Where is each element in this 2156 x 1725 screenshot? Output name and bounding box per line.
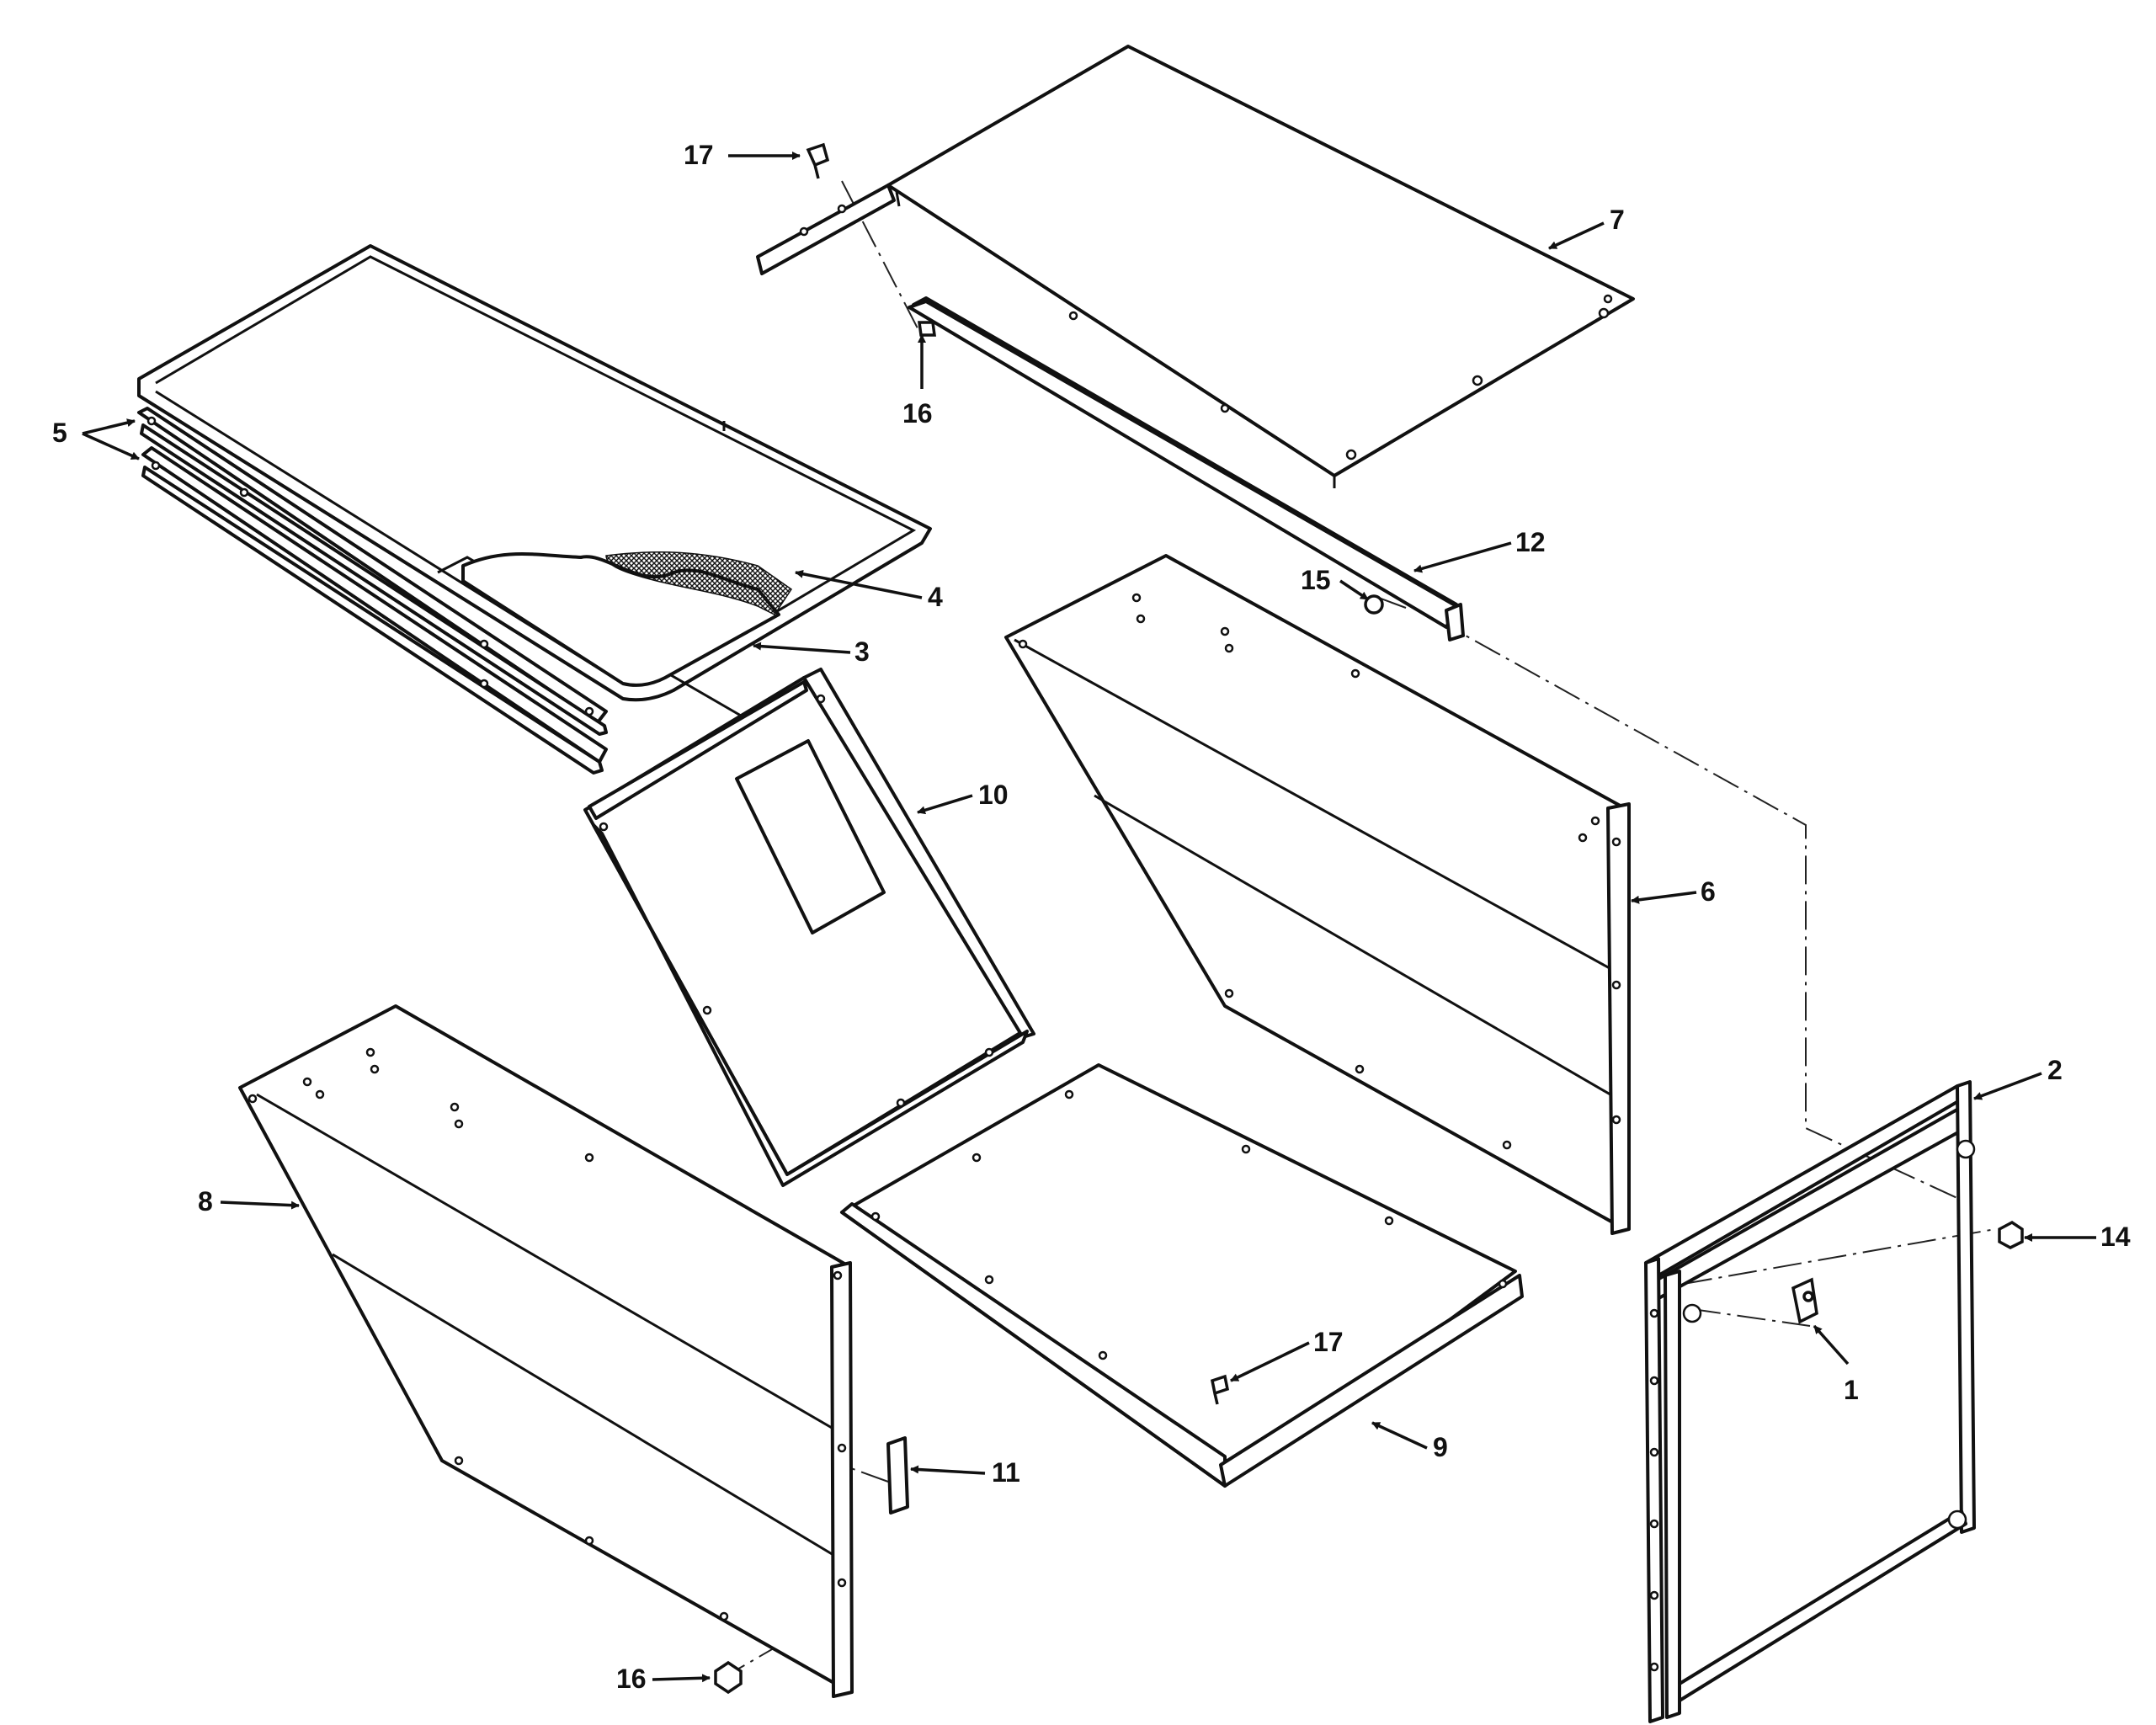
label-17-tray: 17 <box>1313 1327 1344 1357</box>
label-6: 6 <box>1701 876 1716 907</box>
nut-item-15 <box>1364 594 1384 615</box>
small-bracket <box>886 1436 909 1515</box>
rear-frame <box>1644 1080 1976 1723</box>
label-4: 4 <box>928 582 943 612</box>
label-3: 3 <box>854 636 870 667</box>
filter-frame <box>137 244 932 717</box>
label-9: 9 <box>1433 1432 1448 1462</box>
label-10: 10 <box>978 780 1009 810</box>
label-11: 11 <box>992 1457 1020 1488</box>
label-12: 12 <box>1515 527 1546 557</box>
bottom-tray <box>840 1063 1524 1488</box>
angle-strip <box>908 300 1465 642</box>
label-2: 2 <box>2047 1055 2063 1085</box>
nut-item-16-bottom <box>714 1660 743 1695</box>
nut-item-14 <box>1998 1220 2024 1249</box>
filter-rails <box>137 407 608 775</box>
hardware <box>714 142 2024 1695</box>
screw-item-17-tray <box>1210 1374 1230 1405</box>
label-1: 1 <box>1844 1375 1859 1405</box>
label-15: 15 <box>1301 565 1331 595</box>
screw-item-17-top <box>806 142 830 179</box>
label-8: 8 <box>198 1186 213 1217</box>
clip-item-16-top <box>918 321 936 337</box>
label-17-top: 17 <box>684 140 714 170</box>
window-panel <box>583 668 1035 1187</box>
callout-labels: 5 17 16 7 4 3 12 15 10 6 2 14 1 8 17 9 1… <box>52 140 2131 1694</box>
label-5: 5 <box>52 418 67 448</box>
label-14: 14 <box>2100 1222 2131 1252</box>
label-16-bottom: 16 <box>616 1664 647 1694</box>
label-16-top: 16 <box>902 398 933 429</box>
leader-lines <box>82 152 2096 1683</box>
label-7: 7 <box>1610 205 1625 235</box>
right-side-panel <box>1004 554 1631 1235</box>
left-side-panel <box>238 1004 854 1698</box>
